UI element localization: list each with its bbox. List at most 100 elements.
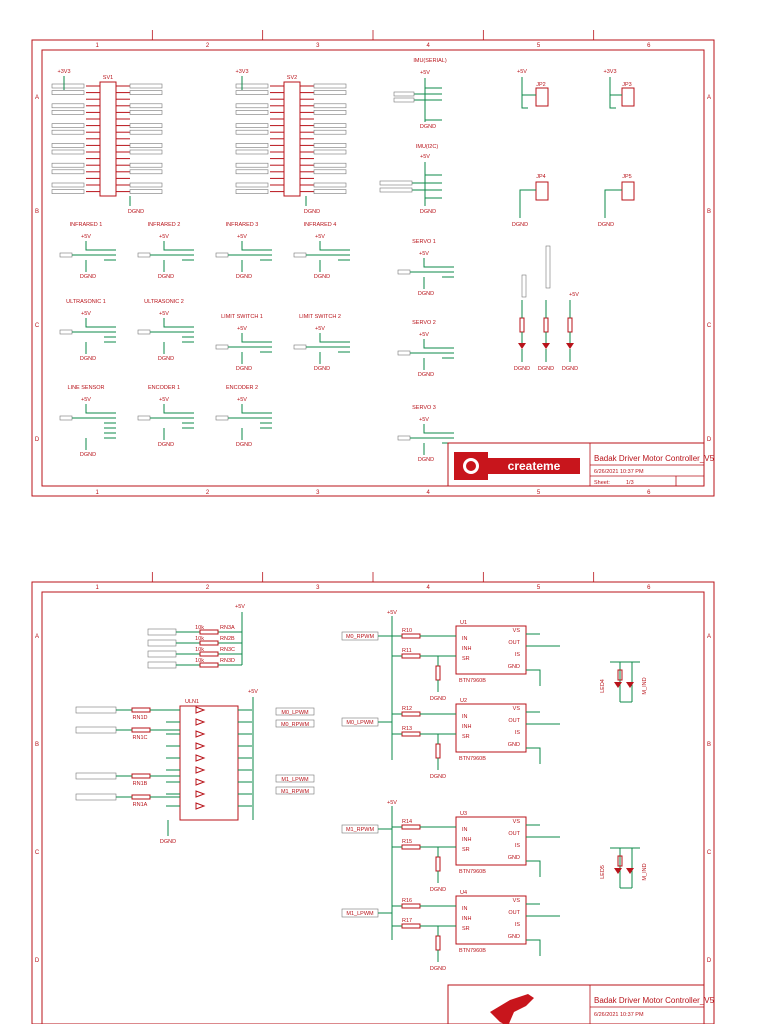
indicator-gnd: DGND [562, 366, 578, 372]
driver-pin-gnd: GND [508, 855, 520, 861]
title-block-frame [447, 442, 705, 487]
row-label-right: D [707, 437, 712, 443]
led-diode [626, 868, 634, 874]
driver-pin-vs: VS [513, 819, 521, 825]
net-tag [313, 182, 347, 188]
column-label-bottom: 5 [537, 490, 541, 496]
connector-supply: +5V [159, 311, 169, 317]
connector-supply-wire [85, 241, 114, 251]
uln-channel-gate [195, 766, 206, 774]
jp4-wires [519, 189, 536, 218]
row-label-left: B [35, 742, 39, 748]
driver-r-top: R16 [402, 898, 412, 904]
jp4-gnd: DGND [512, 222, 528, 228]
column-label-top: 2 [206, 43, 210, 49]
net-tag [235, 90, 269, 95]
sv2-supply-label: +3V3 [236, 69, 249, 75]
connector-supply-wire [241, 333, 270, 343]
indicator-led [518, 343, 526, 349]
uln-power-wires [167, 697, 254, 836]
uln-input-resistor [131, 707, 151, 713]
connector-supply-wire [319, 241, 348, 251]
net-tag [313, 189, 347, 194]
net-tag [129, 123, 163, 128]
net-tag [235, 149, 269, 155]
row-label-left: C [35, 323, 40, 329]
signal-tag [293, 344, 307, 350]
connector-supply: +5V [81, 234, 91, 240]
net-tag [129, 162, 163, 168]
signal-tag [59, 329, 73, 335]
uln-channel-gate [195, 802, 206, 810]
signal-tag [137, 415, 151, 421]
uln-gnd: DGND [160, 839, 176, 845]
indicator-net-tag-1 [521, 274, 527, 298]
net-tag [235, 103, 269, 109]
driver-resistor-bottom [401, 923, 421, 929]
connector-supply: +5V [315, 326, 325, 332]
connector-gnd: DGND [80, 274, 96, 280]
driver-wires [392, 711, 560, 770]
driver-pin-out: OUT [508, 640, 520, 646]
signal-tag [137, 252, 151, 258]
column-label-top: 1 [95, 43, 99, 49]
column-label-top: 1 [95, 585, 99, 591]
net-tag [51, 110, 85, 115]
driver-wires [392, 824, 560, 883]
driver-body [455, 625, 527, 675]
driver-wires [392, 633, 560, 692]
driver-pin-is: IS [515, 922, 521, 928]
connector-supply: +5V [419, 417, 429, 423]
imu-i2c-scl-tag [379, 180, 413, 186]
uln-input-tag [75, 726, 117, 734]
net-tag [235, 143, 269, 148]
jp5-body [621, 181, 635, 201]
uln-out-m1-lpwm-label: M1_LPWM [281, 777, 309, 783]
uln-input-resistor [131, 727, 151, 733]
driver-pin-in: IN [462, 827, 468, 833]
indicator-gnd: DGND [514, 366, 530, 372]
connector-gnd: DGND [80, 452, 96, 458]
indicator-resistor [519, 317, 525, 333]
net-tag [235, 123, 269, 128]
connector-supply-wire [319, 333, 348, 343]
column-label-top: 3 [316, 585, 320, 591]
sv1-label: SV1 [103, 75, 113, 81]
uln-out-m1-rpwm-label: M1_RPWM [281, 789, 310, 795]
uln-out-m0-rpwm [275, 719, 315, 728]
indicator-supply: +5V [569, 292, 579, 298]
createme-logo: createme [454, 452, 580, 480]
driver-is-resistor [435, 856, 441, 872]
sv1-supply-label: +3V3 [58, 69, 71, 75]
driver-pin-out: OUT [508, 718, 520, 724]
imu-serial-tx-tag [393, 91, 415, 97]
net-tag [51, 90, 85, 95]
connector-supply: +5V [237, 326, 247, 332]
net-tag [129, 83, 163, 89]
title-block-2-frame [447, 984, 705, 1024]
connector-supply-wire [423, 258, 452, 268]
sheet-1-inner-frame [41, 49, 705, 487]
net-tag [51, 123, 85, 128]
createme-logo-mark-2 [490, 994, 534, 1024]
net-tag [235, 169, 269, 175]
peripheral-connector: INFRARED 1 +5V DGND [59, 222, 116, 280]
driver-ref: U2 [460, 698, 467, 704]
createme-logo-text: createme [508, 459, 561, 473]
jp5-wires [604, 189, 622, 218]
net-tag [313, 129, 347, 135]
sv2-gnd-label: DGND [304, 209, 320, 215]
net-tag [51, 129, 85, 135]
connector-title: INFRARED 1 [70, 222, 103, 228]
net-tag [129, 129, 163, 135]
sv1-body [99, 81, 117, 197]
driver-body [455, 816, 527, 866]
jumper-jp3: +3V3 JP3 [604, 69, 635, 109]
